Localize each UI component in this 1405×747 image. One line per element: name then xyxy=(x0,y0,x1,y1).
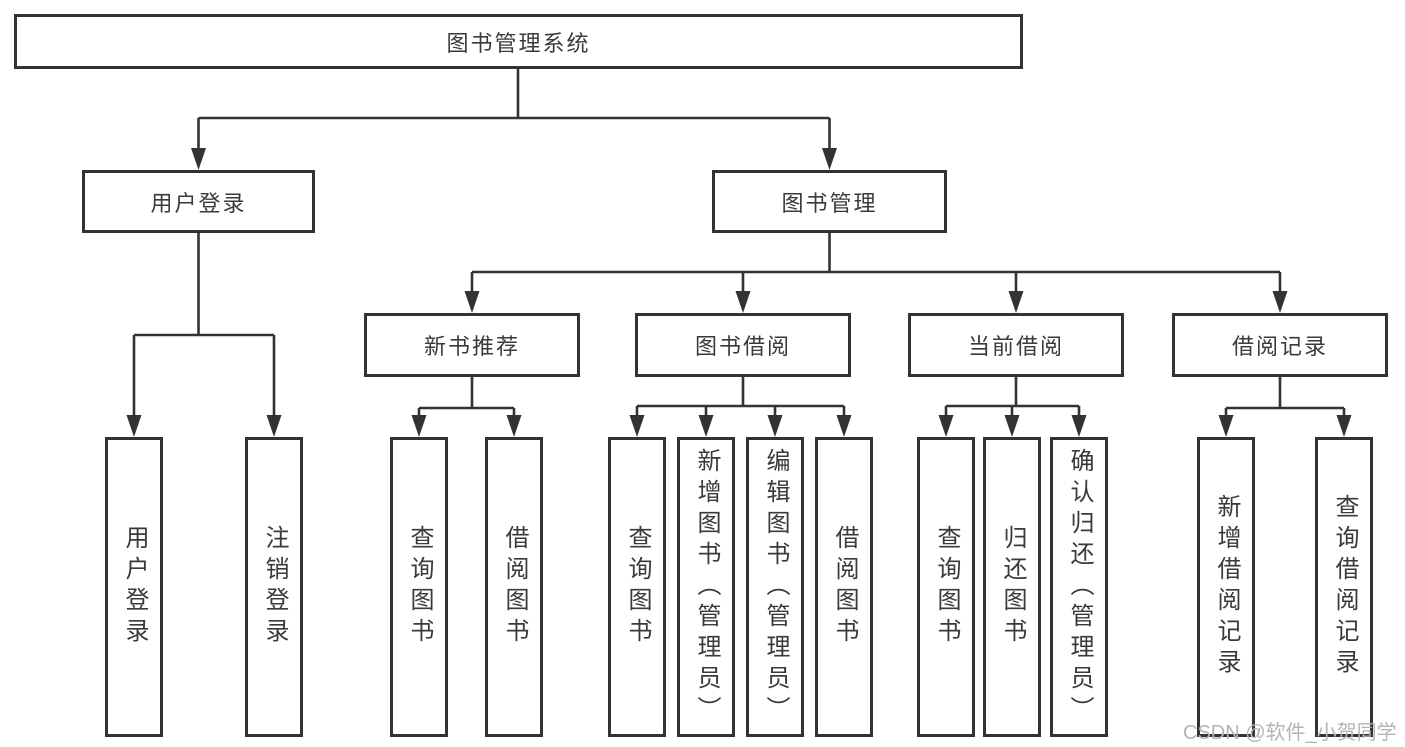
leaf-add-books-admin-label: 新增图书（管理员） xyxy=(693,447,720,727)
node-borrow-records: 借阅记录 xyxy=(1172,313,1388,377)
node-user-login-label: 用户登录 xyxy=(150,190,247,216)
leaf-query-borrow-record: 查询借阅记录 xyxy=(1315,437,1373,737)
leaf-user-login: 用户登录 xyxy=(105,437,163,737)
connector-book-mgmt-to-level2 xyxy=(464,233,1288,313)
connector-book-borrow-to-leaves xyxy=(629,377,852,437)
leaf-logout: 注销登录 xyxy=(245,437,303,737)
node-book-management: 图书管理 xyxy=(712,170,947,233)
connector-current-borrow-to-leaves xyxy=(938,377,1087,437)
leaf-query-borrow-record-label: 查询借阅记录 xyxy=(1331,494,1358,680)
connector-new-book-recommend-to-leaves xyxy=(411,377,522,437)
node-new-book-recommend: 新书推荐 xyxy=(364,313,580,377)
leaf-confirm-return-admin-label: 确认归还（管理员） xyxy=(1066,447,1093,727)
node-root-label: 图书管理系统 xyxy=(446,30,591,56)
leaf-query-books-recommend: 查询图书 xyxy=(390,437,448,737)
leaf-query-books-current-label: 查询图书 xyxy=(933,525,960,649)
node-user-login: 用户登录 xyxy=(82,170,315,233)
leaf-add-books-admin: 新增图书（管理员） xyxy=(677,437,735,737)
leaf-edit-books-admin-label: 编辑图书（管理员） xyxy=(762,447,789,727)
csdn-watermark: CSDN @软件_小贺同学 xyxy=(1183,722,1397,744)
leaf-edit-books-admin: 编辑图书（管理员） xyxy=(746,437,804,737)
node-book-borrow-label: 图书借阅 xyxy=(694,334,791,359)
node-current-borrow-label: 当前借阅 xyxy=(967,334,1064,359)
node-book-borrow: 图书借阅 xyxy=(635,313,851,377)
leaf-add-borrow-record: 新增借阅记录 xyxy=(1197,437,1255,737)
node-new-book-recommend-label: 新书推荐 xyxy=(423,334,520,359)
node-borrow-records-label: 借阅记录 xyxy=(1231,334,1328,359)
leaf-query-books-borrow: 查询图书 xyxy=(608,437,666,737)
leaf-user-login-label: 用户登录 xyxy=(121,525,148,649)
leaf-query-books-borrow-label: 查询图书 xyxy=(624,525,651,649)
leaf-borrow-books: 借阅图书 xyxy=(815,437,873,737)
leaf-return-books-label: 归还图书 xyxy=(999,525,1026,649)
leaf-borrow-books-recommend-label: 借阅图书 xyxy=(501,525,528,649)
leaf-borrow-books-recommend: 借阅图书 xyxy=(485,437,543,737)
connector-root-to-level1 xyxy=(191,69,837,170)
leaf-add-borrow-record-label: 新增借阅记录 xyxy=(1213,494,1240,680)
leaf-confirm-return-admin: 确认归还（管理员） xyxy=(1050,437,1108,737)
node-current-borrow: 当前借阅 xyxy=(908,313,1124,377)
leaf-logout-label: 注销登录 xyxy=(261,525,288,649)
leaf-query-books-current: 查询图书 xyxy=(917,437,975,737)
connector-user-login-to-leaves xyxy=(126,233,282,437)
leaf-borrow-books-label: 借阅图书 xyxy=(831,525,858,649)
connector-borrow-records-to-leaves xyxy=(1218,377,1352,437)
leaf-query-books-recommend-label: 查询图书 xyxy=(406,525,433,649)
node-book-management-label: 图书管理 xyxy=(781,190,878,216)
node-root-system: 图书管理系统 xyxy=(14,14,1023,69)
leaf-return-books: 归还图书 xyxy=(983,437,1041,737)
